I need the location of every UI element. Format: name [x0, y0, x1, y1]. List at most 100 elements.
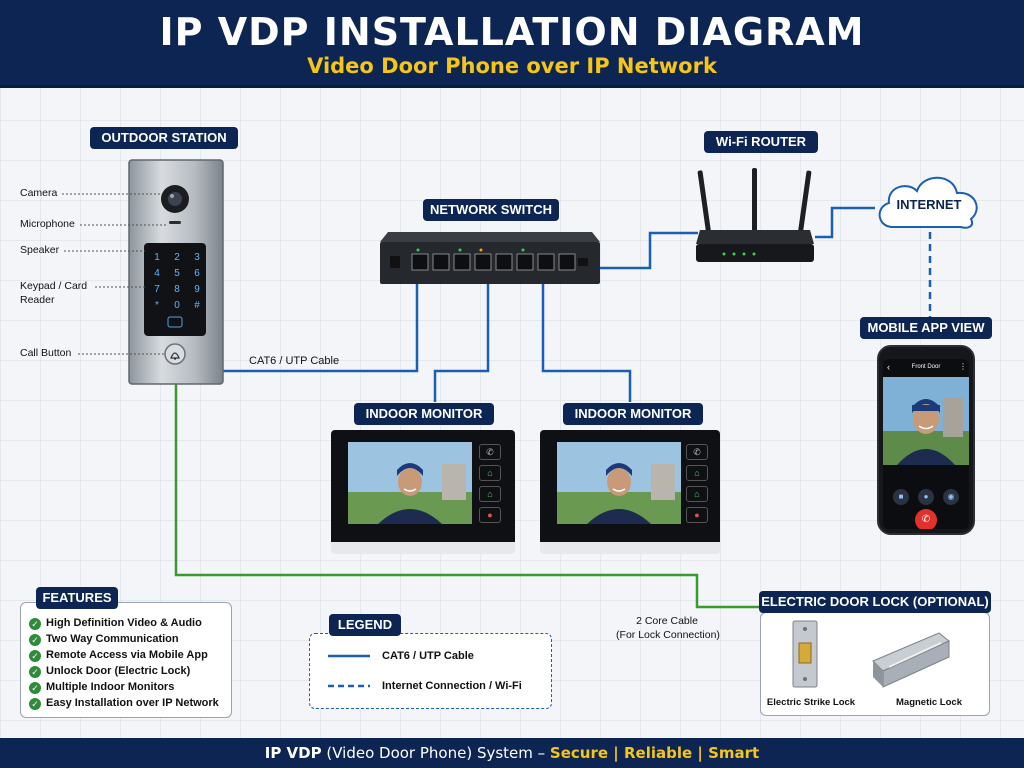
cat6-line-outdoor [222, 283, 419, 373]
keypad-key[interactable]: 4 [154, 268, 160, 279]
outdoor-station-label: OUTDOOR STATION [90, 127, 238, 149]
magnetic-lock-icon [872, 632, 950, 688]
keypad-key[interactable]: # [194, 300, 200, 311]
feature-item: ✓Two Way Communication [29, 631, 219, 647]
indoor-monitor-2: ✆ ⌂ ⌂ ● [540, 430, 720, 554]
check-icon: ✓ [29, 618, 41, 630]
footer-part-ipvdp: IP VDP [264, 744, 322, 762]
keypad-key[interactable]: 6 [194, 268, 200, 279]
menu-icon[interactable]: ⋮ [959, 362, 967, 371]
microphone-button[interactable]: ● [918, 489, 934, 505]
footer-banner: IP VDP (Video Door Phone) System – Secur… [0, 738, 1024, 768]
check-icon: ✓ [29, 698, 41, 710]
electric-lock-panel: Electric Strike Lock Magnetic Lock [760, 612, 990, 716]
indoor-monitor-2-label: INDOOR MONITOR [563, 403, 703, 425]
keypad-key[interactable]: * [155, 300, 159, 311]
features-panel: ✓High Definition Video & Audio ✓Two Way … [20, 602, 232, 718]
feature-item: ✓High Definition Video & Audio [29, 615, 219, 631]
check-icon: ✓ [29, 666, 41, 678]
legend-dashed-label: Internet Connection / Wi-Fi [382, 680, 522, 692]
footer-part-secure: Secure [549, 744, 609, 762]
keypad-key[interactable]: 1 [154, 252, 160, 263]
two-core-cable-line [174, 384, 760, 609]
cat6-line-monitor-2 [541, 283, 632, 402]
wifi-router-device [696, 168, 814, 262]
keypad-key[interactable]: 2 [174, 252, 180, 263]
unlock-icon[interactable]: ⌂ [686, 465, 708, 481]
footer-sep: | [692, 744, 709, 762]
keypad-key[interactable]: 5 [174, 268, 180, 279]
indoor-monitor-1-label: INDOOR MONITOR [354, 403, 494, 425]
hang-up-button[interactable]: ✆ [915, 509, 937, 529]
electric-strike-lock-label: Electric Strike Lock [766, 697, 856, 708]
lock-icon[interactable]: ⌂ [686, 486, 708, 502]
lock-icon[interactable]: ⌂ [479, 486, 501, 502]
cat6-cable-label: CAT6 / UTP Cable [249, 355, 340, 367]
network-switch-device [380, 232, 600, 284]
phone-icon[interactable]: ✆ [686, 444, 708, 460]
magnetic-lock-label: Magnetic Lock [896, 697, 962, 708]
outdoor-station-panel [128, 159, 224, 385]
two-core-cable-label-1: 2 Core Cable [636, 615, 698, 627]
record-icon[interactable]: ● [686, 507, 708, 523]
keypad-callout-line1: Keypad / Card [20, 280, 88, 292]
keypad-key[interactable]: 3 [194, 252, 200, 263]
camera-callout: Camera [20, 187, 58, 199]
legend-title: LEGEND [329, 614, 401, 636]
monitor-2-video-feed [557, 442, 681, 524]
keypad-key[interactable]: 7 [154, 284, 160, 295]
feature-item: ✓Remote Access via Mobile App [29, 647, 219, 663]
cat6-line-monitor-1 [433, 283, 490, 402]
footer-sep: | [608, 744, 624, 762]
snapshot-button[interactable]: ◉ [943, 489, 959, 505]
phone-icon[interactable]: ✆ [479, 444, 501, 460]
indoor-monitor-1: ✆ ⌂ ⌂ ● [331, 430, 515, 554]
monitor-1-video-feed [348, 442, 472, 524]
keypad-key[interactable]: 9 [194, 284, 200, 295]
footer-part-smart: Smart [708, 744, 760, 762]
back-icon[interactable]: ‹ [887, 362, 890, 372]
check-icon: ✓ [29, 682, 41, 694]
legend-line-swatches [328, 654, 370, 688]
keypad-key[interactable]: 8 [174, 284, 180, 295]
legend-panel: CAT6 / UTP Cable Internet Connection / W… [309, 633, 552, 709]
electric-door-lock-label: ELECTRIC DOOR LOCK (OPTIONAL) [759, 591, 991, 613]
phone-video-feed [883, 377, 969, 465]
header-banner: IP VDP INSTALLATION DIAGRAM Video Door P… [0, 0, 1024, 88]
feature-item: ✓Easy Installation over IP Network [29, 695, 219, 711]
network-switch-label: NETWORK SWITCH [423, 199, 559, 221]
legend-solid-label: CAT6 / UTP Cable [382, 650, 474, 662]
keypad-grid: 1 2 3 4 5 6 7 8 9 * 0 # [147, 251, 207, 312]
callout-leaders [62, 193, 168, 355]
call-button-callout: Call Button [20, 347, 72, 359]
two-core-cable-label-2: (For Lock Connection) [616, 629, 720, 641]
internet-label: INTERNET [896, 197, 962, 212]
phone-screen-title: Front Door [911, 364, 941, 370]
features-list: ✓High Definition Video & Audio ✓Two Way … [29, 615, 219, 711]
phone-screen: ‹ Front Door ⋮ ■ ● ◉ ✆ [883, 359, 969, 529]
cat6-line-router [600, 231, 698, 270]
internet-cloud-icon [878, 176, 978, 229]
keypad-callout-line2: Reader [20, 294, 55, 306]
keypad-key[interactable]: 0 [174, 300, 180, 311]
video-camera-button[interactable]: ■ [893, 489, 909, 505]
microphone-callout: Microphone [20, 218, 75, 230]
check-icon: ✓ [29, 634, 41, 646]
cat6-line-internet [815, 206, 875, 239]
speaker-callout: Speaker [20, 244, 60, 256]
record-icon[interactable]: ● [479, 507, 501, 523]
wifi-router-label: Wi-Fi ROUTER [704, 131, 818, 153]
mobile-phone: ‹ Front Door ⋮ ■ ● ◉ ✆ [877, 345, 975, 535]
electric-strike-lock-icon [792, 620, 818, 688]
feature-item: ✓Unlock Door (Electric Lock) [29, 663, 219, 679]
features-title: FEATURES [36, 587, 118, 609]
check-icon: ✓ [29, 650, 41, 662]
footer-part-system: (Video Door Phone) System – [321, 744, 550, 762]
feature-item: ✓Multiple Indoor Monitors [29, 679, 219, 695]
footer-part-reliable: Reliable [623, 744, 693, 762]
page-title: IP VDP INSTALLATION DIAGRAM [159, 10, 865, 54]
unlock-icon[interactable]: ⌂ [479, 465, 501, 481]
mobile-app-view-label: MOBILE APP VIEW [860, 317, 992, 339]
page-subtitle: Video Door Phone over IP Network [307, 54, 717, 78]
